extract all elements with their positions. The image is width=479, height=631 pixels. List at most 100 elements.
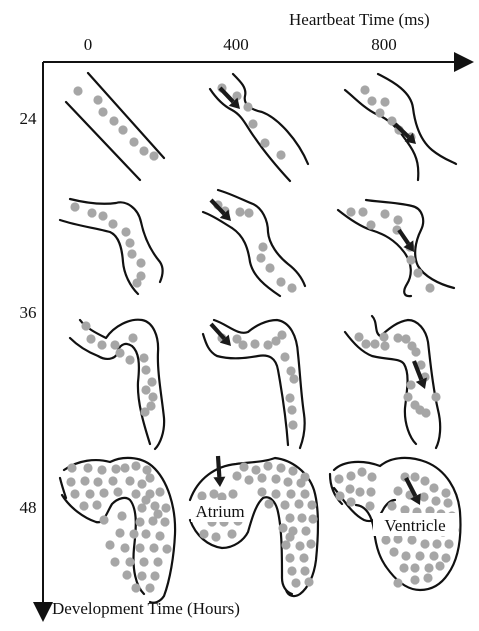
blood-cell <box>410 575 419 584</box>
blood-cell <box>304 577 313 586</box>
blood-cell <box>79 501 88 510</box>
blood-cell <box>435 561 444 570</box>
blood-cell <box>271 474 280 483</box>
blood-cell <box>99 515 108 524</box>
blood-cell <box>80 476 89 485</box>
blood-cell <box>125 355 134 364</box>
blood-cell <box>115 348 124 357</box>
blood-cell <box>108 219 117 228</box>
blood-cell <box>346 207 355 216</box>
blood-cell <box>141 495 150 504</box>
blood-cell <box>125 238 134 247</box>
flow-arrow-icon <box>213 456 225 487</box>
blood-cell <box>135 517 144 526</box>
blood-cell <box>97 340 106 349</box>
blood-cell <box>243 102 252 111</box>
blood-cell <box>141 365 150 374</box>
blood-cell <box>239 462 248 471</box>
blood-cell <box>140 407 149 416</box>
tube-wall-upper <box>70 199 163 282</box>
blood-cell <box>137 503 146 512</box>
blood-cells <box>70 202 145 287</box>
blood-cell <box>271 489 280 498</box>
y-axis-title: Development Time (Hours) <box>52 599 240 618</box>
blood-cell <box>66 477 75 486</box>
blood-cell <box>355 487 364 496</box>
arrow-shaft <box>218 456 219 477</box>
blood-cell <box>381 535 390 544</box>
blood-cell <box>423 573 432 582</box>
blood-cell <box>287 405 296 414</box>
blood-cell <box>122 570 131 579</box>
blood-cell <box>393 578 402 587</box>
blood-cell <box>257 473 266 482</box>
heart-outline <box>190 458 318 596</box>
blood-cell <box>139 146 148 155</box>
blood-cell <box>99 488 108 497</box>
blood-cell <box>250 339 259 348</box>
blood-cell <box>403 392 412 401</box>
blood-cell <box>263 340 272 349</box>
blood-cell <box>358 207 367 216</box>
blood-cell <box>401 551 410 560</box>
blood-cell <box>379 332 388 341</box>
blood-cell <box>155 487 164 496</box>
blood-cell <box>306 539 315 548</box>
blood-cell <box>120 543 129 552</box>
blood-cell <box>128 333 137 342</box>
blood-cell <box>244 475 253 484</box>
blood-cell <box>424 563 433 572</box>
blood-cell <box>86 334 95 343</box>
blood-cell <box>244 208 253 217</box>
blood-cell <box>419 492 428 501</box>
blood-cell <box>286 489 295 498</box>
panel-48h-0ms <box>60 458 175 603</box>
blood-cell <box>248 119 257 128</box>
blood-cells <box>346 207 434 292</box>
blood-cell <box>141 529 150 538</box>
blood-cell <box>238 340 247 349</box>
blood-cell <box>211 532 220 541</box>
blood-cell <box>70 489 79 498</box>
blood-cell <box>276 150 285 159</box>
blood-cell <box>113 487 122 496</box>
blood-cell <box>280 500 289 509</box>
blood-cell <box>380 209 389 218</box>
blood-cell <box>287 283 296 292</box>
blood-cell <box>296 478 305 487</box>
blood-cell <box>370 339 379 348</box>
y-tick-36: 36 <box>20 303 37 322</box>
blood-cell <box>299 553 308 562</box>
flow-arrow-icon <box>220 88 240 109</box>
blood-cell <box>283 477 292 486</box>
blood-cell <box>155 531 164 540</box>
blood-cell <box>67 463 76 472</box>
blood-cell <box>432 539 441 548</box>
blood-cell <box>263 461 272 470</box>
blood-cell <box>399 563 408 572</box>
blood-cell <box>429 551 438 560</box>
blood-cell <box>380 97 389 106</box>
y-tick-48: 48 <box>20 498 37 517</box>
blood-cell <box>256 253 265 262</box>
blood-cell <box>161 503 170 512</box>
blood-cell <box>258 242 267 251</box>
blood-cell <box>209 489 218 498</box>
blood-cell <box>421 408 430 417</box>
blood-cell <box>280 352 289 361</box>
blood-cell <box>407 535 416 544</box>
blood-cell <box>87 208 96 217</box>
blood-cell <box>286 366 295 375</box>
blood-cell <box>441 488 450 497</box>
blood-cell <box>357 467 366 476</box>
blood-cell <box>276 463 285 472</box>
blood-cell <box>142 465 151 474</box>
blood-cell <box>367 96 376 105</box>
tube-wall-lower <box>210 89 290 181</box>
blood-cell <box>118 125 127 134</box>
panel-grid: Atrium Ventricle <box>60 73 461 603</box>
blood-cell <box>93 477 102 486</box>
blood-cell <box>197 491 206 500</box>
blood-cell <box>137 571 146 580</box>
